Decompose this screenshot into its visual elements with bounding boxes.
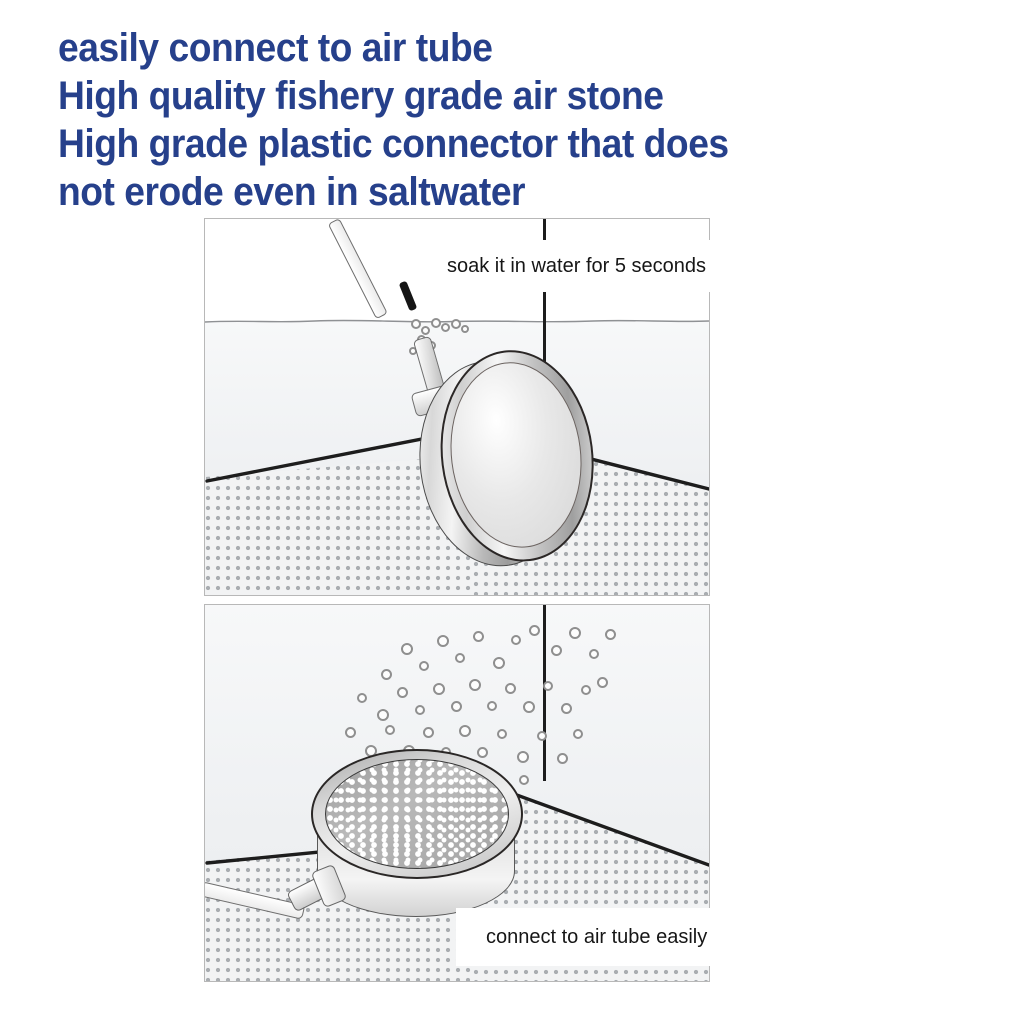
headline-block: easily connect to air tube High quality …	[58, 24, 914, 216]
headline-line-1: easily connect to air tube	[58, 26, 493, 70]
headline-line-4: not erode even in saltwater	[58, 170, 526, 214]
headline-line-3: High grade plastic connector that does	[58, 122, 729, 166]
caption-soak: soak it in water for 5 seconds	[415, 240, 790, 292]
product-illustration-group	[204, 218, 710, 982]
headline-line-2: High quality fishery grade air stone	[58, 74, 664, 118]
air-stone-porous-face	[325, 759, 509, 869]
air-stone-disc	[303, 743, 535, 933]
air-stone-disc	[407, 341, 609, 586]
tank-corner-line	[543, 605, 547, 781]
caption-connect: connect to air tube easily	[456, 908, 808, 966]
water-surface-line	[205, 319, 709, 323]
tank-corner-line	[543, 219, 547, 431]
